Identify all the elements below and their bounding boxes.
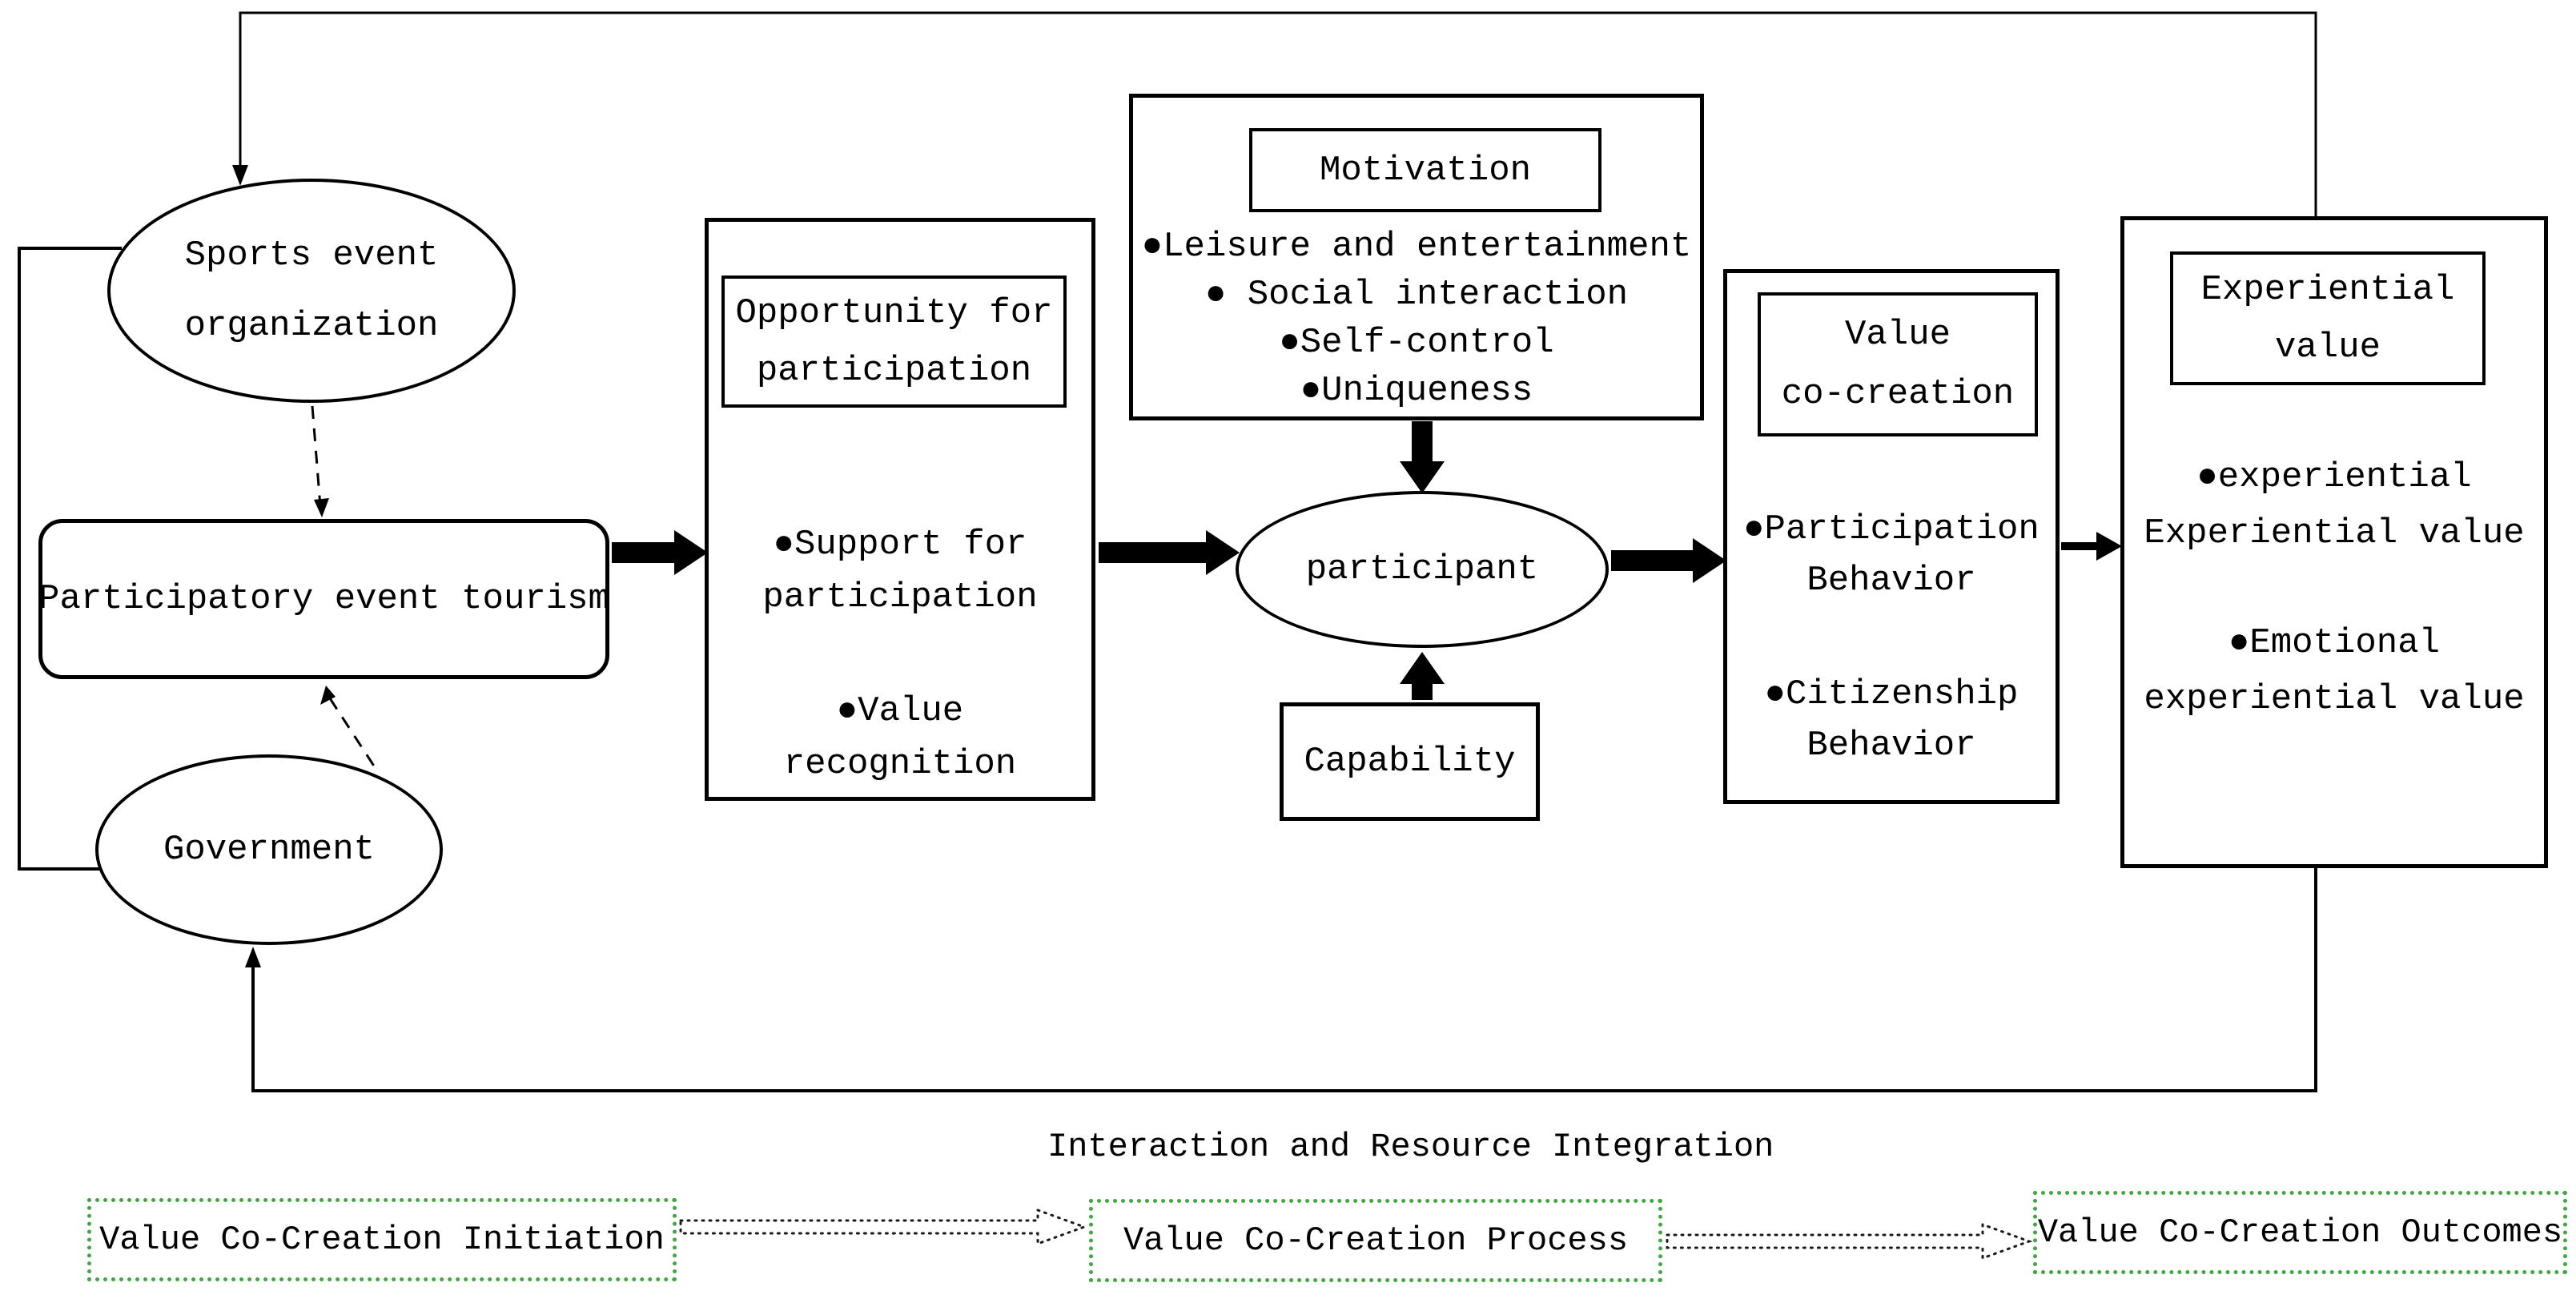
- sports-event-organization-label-line1: Sports event: [184, 235, 439, 275]
- value-bullet-citizenship-line1: ●Citizenship: [1764, 674, 2019, 714]
- participant-ellipse: participant: [1236, 491, 1609, 648]
- dashed-link-government-arrowhead: [320, 686, 336, 705]
- arrow-motivation-to-participant: [1400, 421, 1445, 493]
- stage-box-process: Value Co-Creation Process: [1089, 1199, 1662, 1282]
- value-bullet-participation-line1: ●Participation: [1743, 509, 2040, 549]
- dotted-arrow-initiation-to-process: [679, 1208, 1088, 1246]
- top-feedback-arrowhead: [232, 165, 248, 186]
- capability-label: Capability: [1304, 742, 1516, 782]
- stage-initiation-label: Value Co-Creation Initiation: [99, 1221, 665, 1259]
- government-arrowhead: [245, 947, 261, 967]
- experiential-title-line1: Experiential: [2200, 269, 2455, 310]
- dashed-link-sports: [311, 405, 322, 507]
- participatory-event-tourism-label: Participatory event tourism: [38, 579, 609, 619]
- motivation-bullet-social: ● Social interaction: [1204, 275, 1629, 315]
- dotted-arrow-process-to-outcomes: [1666, 1222, 2033, 1261]
- government-ellipse: Government: [95, 754, 443, 945]
- experiential-bullet1-line2: Experiential value: [2144, 513, 2525, 553]
- motivation-title-box: Motivation: [1249, 128, 1601, 212]
- opportunity-box: Opportunity for participation ●Support f…: [705, 218, 1095, 801]
- motivation-title: Motivation: [1319, 150, 1532, 191]
- opportunity-bullet-value-line2: recognition: [783, 744, 1017, 784]
- motivation-bullet-list: ●Leisure and entertainment ● Social inte…: [1133, 223, 1700, 415]
- opportunity-bullet-support-line1: ●Support for: [773, 525, 1027, 565]
- bottom-feedback-line: [251, 868, 2317, 1092]
- opportunity-title-line1: Opportunity for: [735, 292, 1053, 333]
- opportunity-title-box: Opportunity for participation: [721, 275, 1067, 408]
- stage-box-initiation: Value Co-Creation Initiation: [87, 1198, 677, 1281]
- experiential-bullet2-line1: ●Emotional: [2228, 623, 2441, 663]
- motivation-bullet-self-control: ●Self-control: [1279, 323, 1554, 363]
- motivation-box: Motivation ●Leisure and entertainment ● …: [1129, 94, 1704, 420]
- arrow-tourism-to-opportunity: [612, 530, 708, 575]
- dashed-link-government: [328, 698, 380, 773]
- experiential-bullet-emotional: ●Emotional experiential value: [2124, 615, 2544, 727]
- sports-event-organization-ellipse: Sports event organization: [107, 179, 516, 403]
- opportunity-bullet-support-line2: participation: [762, 577, 1038, 617]
- motivation-bullet-uniqueness: ●Uniqueness: [1300, 371, 1533, 411]
- value-cocreation-title-box: Value co-creation: [1758, 292, 2038, 436]
- interaction-caption: Interaction and Resource Integration: [1047, 1128, 1774, 1166]
- experiential-bullet1-line1: ●experiential: [2196, 457, 2472, 497]
- participatory-event-tourism-box: Participatory event tourism: [38, 519, 609, 679]
- arrow-opportunity-to-participant: [1099, 530, 1240, 575]
- experiential-bullet2-line2: experiential value: [2144, 679, 2525, 719]
- capability-box: Capability: [1280, 702, 1540, 821]
- opportunity-bullet-support: ●Support for participation: [709, 518, 1091, 624]
- experiential-value-box: Experiential value ●experiential Experie…: [2120, 216, 2548, 868]
- sports-event-organization-label-line2: organization: [184, 306, 439, 346]
- opportunity-bullet-value-recognition: ●Value recognition: [709, 685, 1091, 790]
- value-cocreation-box: Value co-creation ●Participation Behavio…: [1723, 269, 2060, 804]
- government-label: Government: [163, 830, 376, 870]
- motivation-bullet-leisure: ●Leisure and entertainment: [1141, 227, 1692, 267]
- opportunity-title-line2: participation: [756, 350, 1032, 391]
- dashed-link-sports-arrowhead: [314, 498, 329, 517]
- participant-label: participant: [1305, 549, 1539, 589]
- stage-outcomes-label: Value Co-Creation Outcomes: [2037, 1213, 2563, 1252]
- experiential-title-box: Experiential value: [2170, 251, 2486, 385]
- top-feedback-line: [239, 11, 2317, 216]
- value-bullet-participation-line2: Behavior: [1806, 561, 1976, 601]
- opportunity-bullet-value-line1: ●Value: [836, 691, 964, 731]
- stage-box-outcomes: Value Co-Creation Outcomes: [2033, 1191, 2567, 1274]
- value-bullet-citizenship-line2: Behavior: [1806, 726, 1976, 766]
- arrow-value-to-experiential: [2061, 532, 2122, 561]
- experiential-title-line2: value: [2274, 327, 2381, 368]
- experiential-bullet-experiential: ●experiential Experiential value: [2124, 449, 2544, 561]
- value-bullet-participation-behavior: ●Participation Behavior: [1727, 504, 2056, 606]
- value-cocreation-title-line1: Value: [1844, 315, 1951, 355]
- left-bracket-line: [18, 247, 122, 871]
- arrow-capability-to-participant: [1400, 652, 1445, 700]
- value-bullet-citizenship-behavior: ●Citizenship Behavior: [1727, 669, 2056, 771]
- value-cocreation-title-line2: co-creation: [1781, 374, 2015, 414]
- arrow-participant-to-value: [1611, 538, 1726, 583]
- stage-process-label: Value Co-Creation Process: [1123, 1221, 1629, 1260]
